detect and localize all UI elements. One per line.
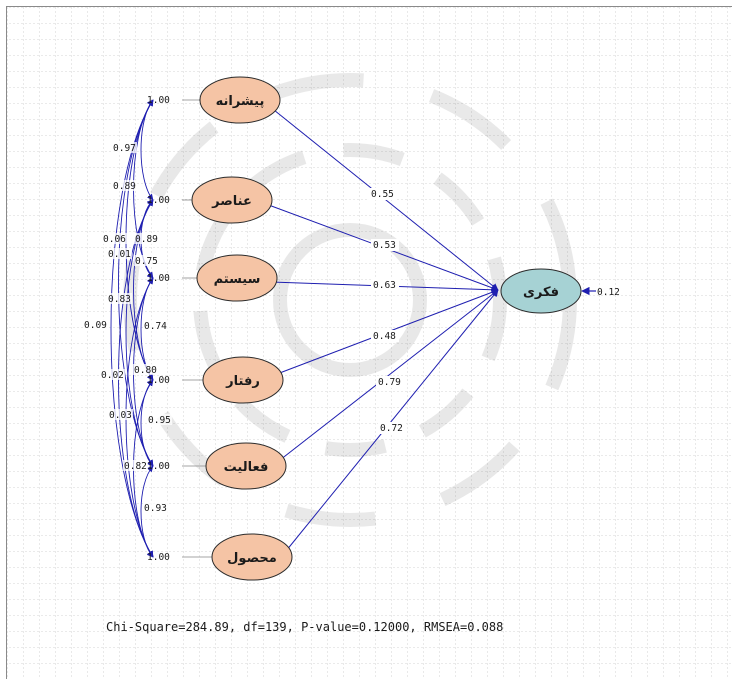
latent-node-exogenous[interactable]: 1.00 رفتار: [147, 356, 284, 404]
loading-label: 0.72: [380, 423, 403, 434]
variance-label: 1.00: [147, 95, 170, 106]
variance-label: 1.00: [147, 552, 170, 563]
covariance-label: 0.89: [135, 234, 158, 245]
covariance-arcs: 0.97 0.89 0.06 0.89 0.01 0.75 0.09 0.83 0.74 0.02…: [83, 99, 172, 558]
structural-path: [285, 289, 499, 552]
fit-statistics: Chi-Square=284.89, df=139, P-value=0.120…: [106, 620, 503, 634]
latent-node-exogenous[interactable]: 1.00 محصول: [147, 533, 293, 581]
covariance-label: 0.97: [113, 143, 136, 154]
variance-label: 1.00: [147, 461, 170, 472]
covariance-label: 0.83: [108, 294, 131, 305]
covariance-label-bg: [147, 414, 172, 425]
covariance-label: 0.74: [144, 321, 167, 332]
covariance-label-bg: [143, 502, 168, 513]
loading-label: 0.63: [373, 280, 396, 291]
structural-path: [279, 289, 499, 461]
grid-background: [7, 7, 732, 679]
node-label: فعالیت: [224, 460, 269, 475]
covariance-label-bg: [112, 180, 137, 191]
latent-node-exogenous[interactable]: 1.00 فعالیت: [147, 442, 287, 490]
loading-label-bg: [371, 239, 399, 251]
latent-node-endogenous[interactable]: فکری 0.12: [500, 268, 620, 314]
node-label: پیشرانه: [216, 94, 265, 109]
covariance-label: 0.03: [109, 410, 132, 421]
node-ellipse: [205, 442, 287, 490]
variance-label: 1.00: [147, 375, 170, 386]
covariance-label-bg: [133, 364, 158, 375]
loading-label-bg: [378, 422, 406, 434]
loading-label: 0.48: [373, 331, 396, 342]
error-variance-label: 0.12: [597, 287, 620, 298]
covariance-label: 0.80: [134, 365, 157, 376]
latent-node-exogenous[interactable]: 1.00 پیشرانه: [147, 76, 281, 124]
covariance-label-bg: [112, 142, 137, 153]
variance-label: 1.00: [147, 195, 170, 206]
covariance-label-bg: [108, 409, 133, 420]
loading-label-bg: [371, 330, 399, 342]
covariance-label: 0.75: [135, 256, 158, 267]
diagram-frame: [6, 6, 732, 679]
covariance-label: 0.09: [84, 320, 107, 331]
covariance-label-bg: [102, 233, 127, 244]
loading-label-bg: [376, 376, 404, 388]
covariance-label: 0.89: [113, 181, 136, 192]
node-ellipse: [211, 533, 293, 581]
latent-node-exogenous[interactable]: 1.00 عناصر: [147, 176, 273, 224]
variance-label: 1.00: [147, 273, 170, 284]
covariance-label-bg: [100, 369, 125, 380]
covariance-label: 0.82: [124, 461, 147, 472]
node-label: سیستم: [214, 272, 261, 287]
covariance-label: 0.01: [108, 249, 131, 260]
covariance-label: 0.95: [148, 415, 171, 426]
covariance-label-bg: [143, 320, 168, 331]
loading-label-bg: [371, 279, 399, 291]
node-ellipse: [196, 254, 278, 302]
node-ellipse: [199, 76, 281, 124]
loading-label: 0.55: [371, 189, 394, 200]
covariance-arc: [140, 465, 154, 558]
loading-label: 0.79: [378, 377, 401, 388]
node-ellipse: [500, 268, 582, 314]
node-label: محصول: [227, 551, 277, 566]
covariance-label-bg: [134, 233, 159, 244]
covariance-label-bg: [123, 460, 148, 471]
covariance-label: 0.06: [103, 234, 126, 245]
covariance-label-bg: [134, 255, 159, 266]
covariance-label-bg: [107, 293, 132, 304]
loading-label-bg: [369, 188, 397, 200]
latent-node-exogenous[interactable]: 1.00 سیستم: [147, 254, 278, 302]
covariance-label: 0.02: [101, 370, 124, 381]
covariance-label-bg: [107, 248, 132, 259]
loading-label: 0.53: [373, 240, 396, 251]
covariance-label: 0.93: [144, 503, 167, 514]
node-label: رفتار: [225, 374, 260, 389]
node-label: عناصر: [211, 194, 252, 209]
covariance-label-bg: [83, 319, 108, 330]
structural-paths: 0.55 0.53 0.63 0.48 0.79 0.72: [265, 109, 499, 552]
node-ellipse: [191, 176, 273, 224]
node-ellipse: [202, 356, 284, 404]
node-label: فکری: [523, 285, 559, 300]
